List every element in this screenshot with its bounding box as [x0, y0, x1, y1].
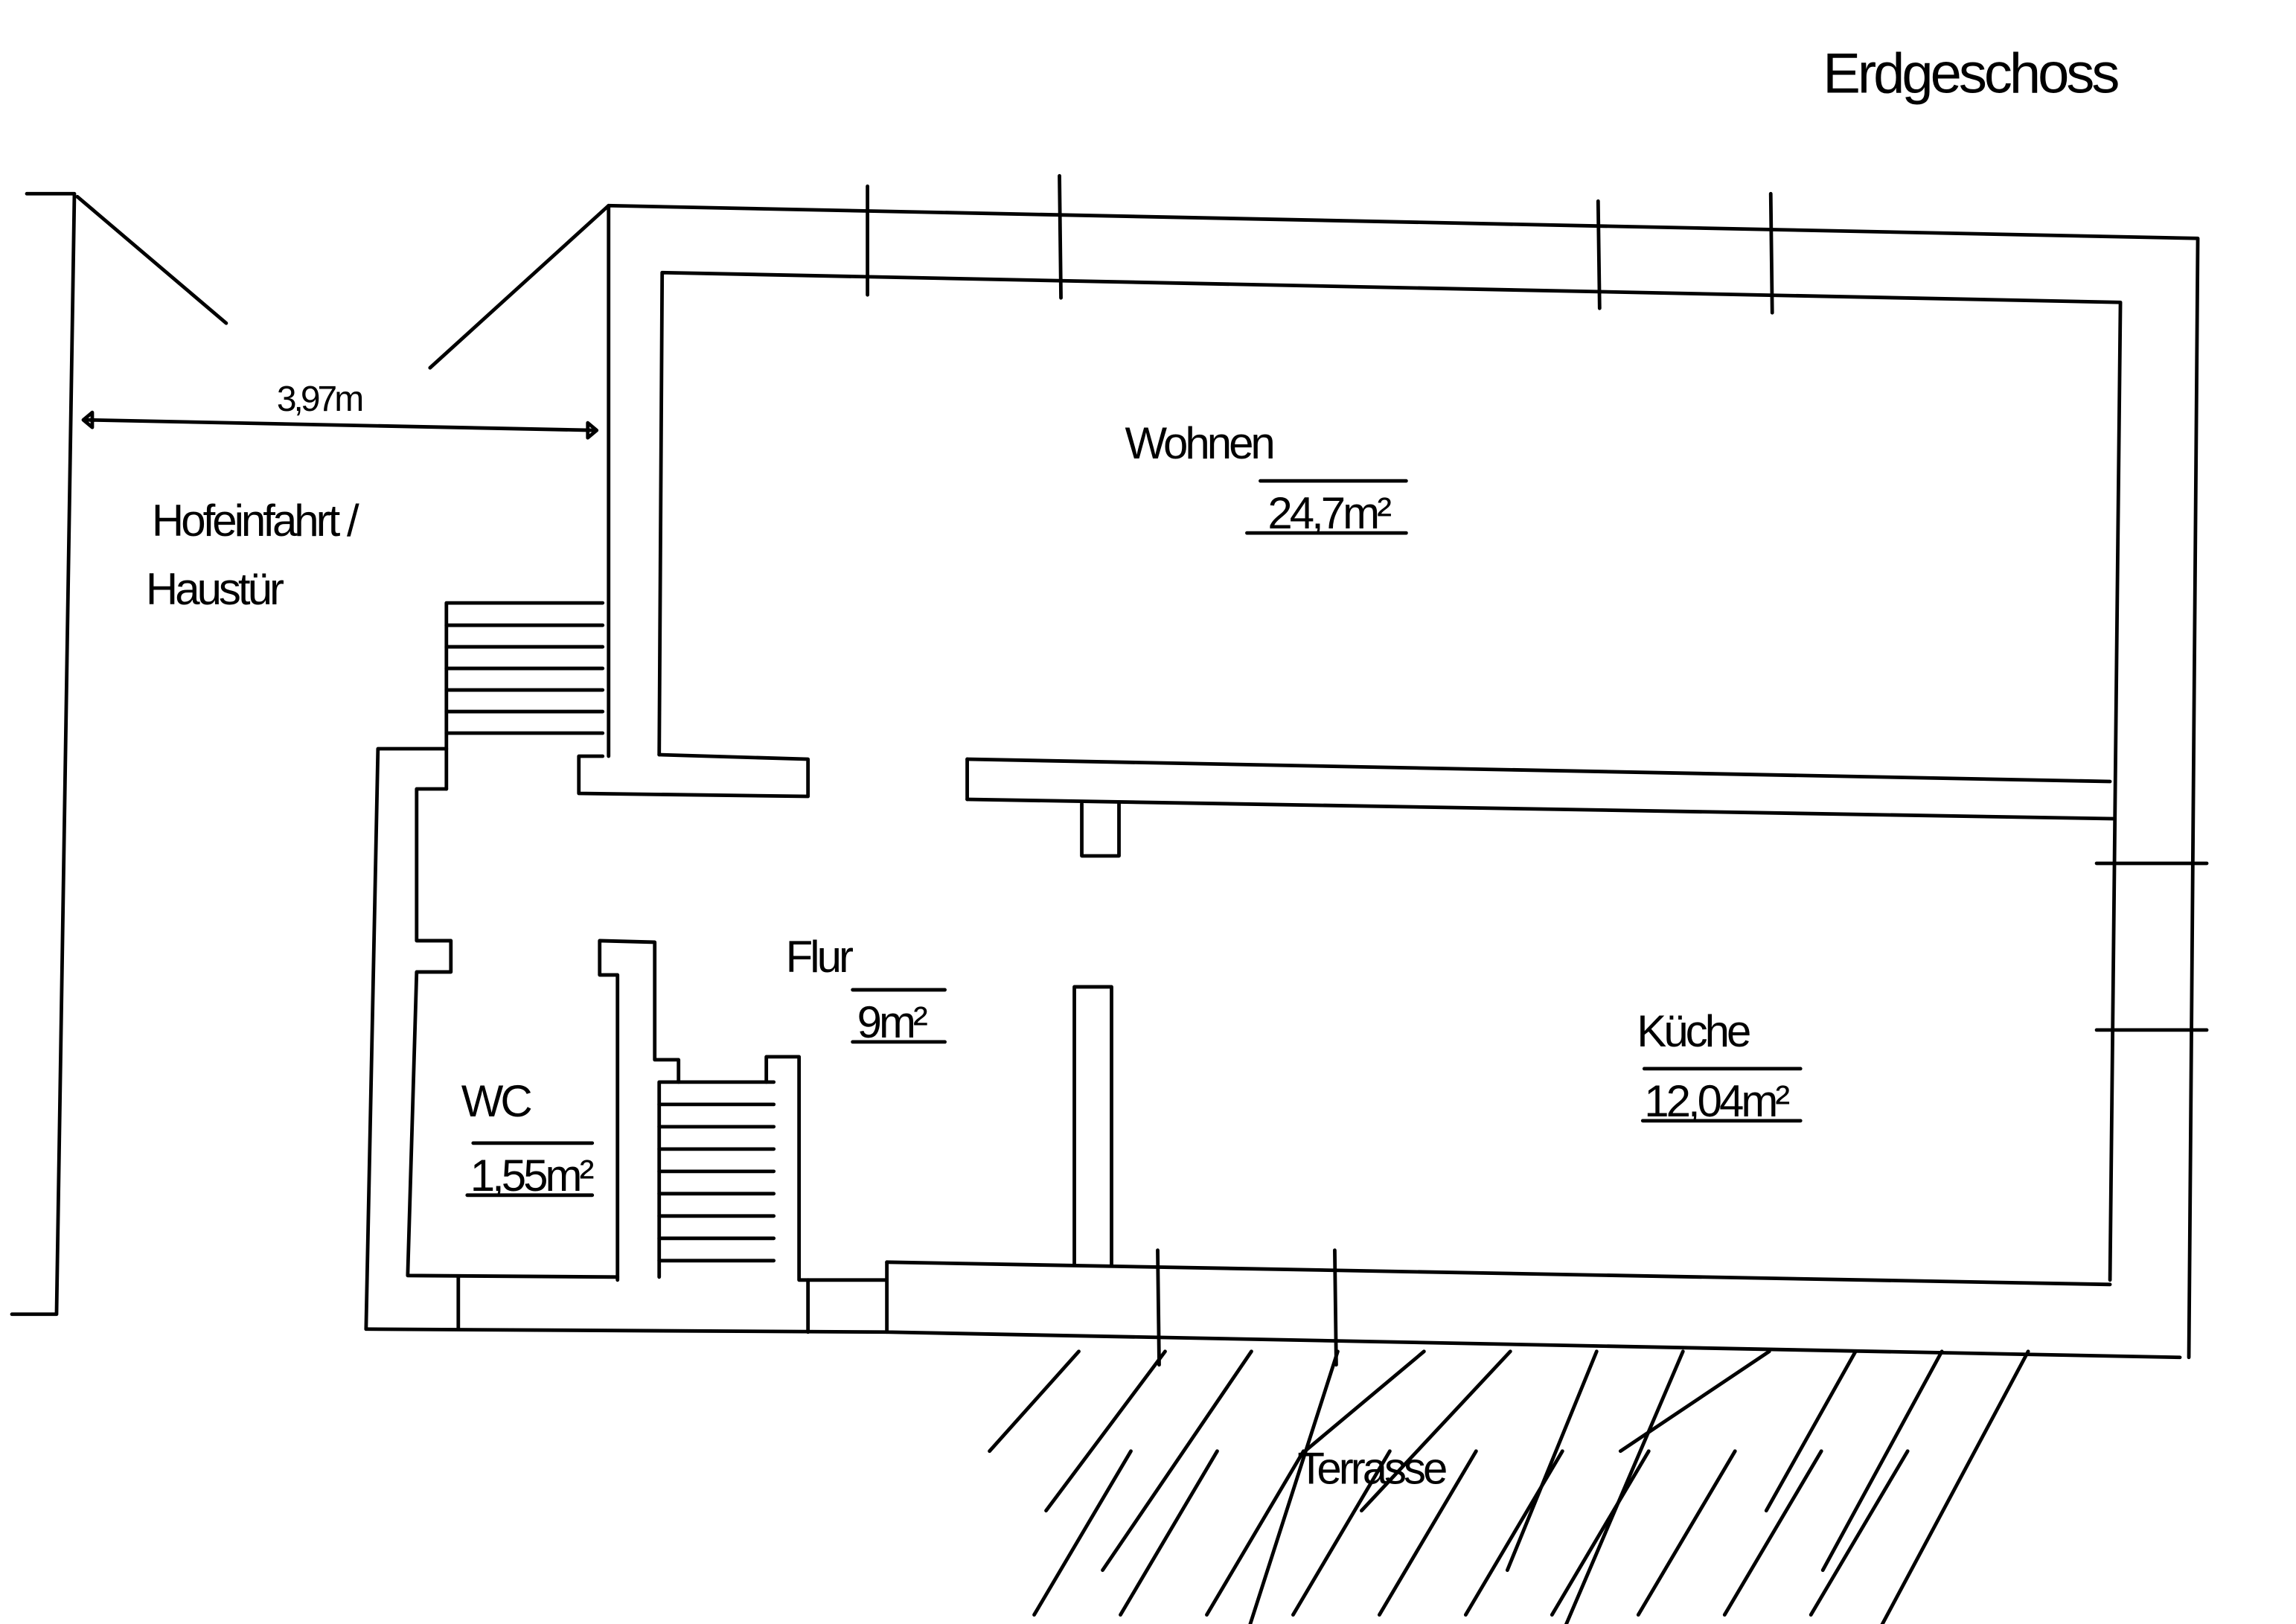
- hatch-line: [1722, 1449, 1823, 1617]
- hatch-line: [1636, 1449, 1737, 1617]
- terrace-label: Terrasse: [1297, 1444, 1446, 1494]
- yard-lines: [10, 191, 611, 1317]
- room-area: 1,55m²: [470, 1151, 594, 1201]
- stairs-upper: [444, 601, 605, 791]
- room-area: 9m²: [857, 997, 927, 1047]
- outside-label-2: Haustür: [146, 564, 284, 614]
- hatch-line: [1360, 1349, 1512, 1513]
- dimension-label: 3,97m: [277, 380, 362, 419]
- hatch-line: [1205, 1449, 1305, 1617]
- hatch-line: [1505, 1349, 1599, 1573]
- room-area: 12,04m²: [1644, 1076, 1789, 1126]
- hatch-line: [1101, 1349, 1253, 1573]
- outside-label-1: Hofeinfahrt /: [152, 496, 359, 546]
- hatch-line: [1248, 1349, 1340, 1624]
- hatch-line: [1618, 1349, 1771, 1454]
- room-flur: Flur 9m²: [786, 932, 947, 1047]
- hatch-line: [1378, 1449, 1478, 1617]
- room-area: 24,7m²: [1267, 488, 1391, 538]
- hatch-line: [1820, 1349, 1944, 1573]
- hatch-line: [1044, 1349, 1167, 1513]
- hatch-line: [1119, 1449, 1219, 1617]
- hatch-line: [1764, 1349, 1858, 1513]
- hatch-line: [1809, 1449, 1910, 1617]
- hatch-line: [1303, 1349, 1426, 1454]
- hatch-line: [1550, 1449, 1651, 1617]
- hatch-line: [1032, 1449, 1133, 1617]
- room-kueche: Küche 12,04m²: [1637, 1006, 1803, 1126]
- hatch-line: [988, 1349, 1081, 1454]
- walls: [364, 173, 2209, 1367]
- floor-title: Erdgeschoss: [1823, 42, 2118, 105]
- room-name: Flur: [786, 932, 853, 982]
- hatch-line: [1880, 1349, 2030, 1624]
- stairs-lower: [657, 1080, 776, 1279]
- terrace-hatching: [988, 1349, 2030, 1624]
- room-name: WC: [461, 1076, 532, 1126]
- dimension-arrow: [81, 410, 599, 440]
- room-name: Wohnen: [1125, 418, 1273, 468]
- hatch-line: [1291, 1449, 1392, 1617]
- room-name: Küche: [1637, 1006, 1750, 1056]
- hatch-line: [1463, 1449, 1564, 1617]
- room-wohnen: Wohnen 24,7m²: [1125, 418, 1408, 538]
- room-wc: WC 1,55m²: [461, 1076, 597, 1201]
